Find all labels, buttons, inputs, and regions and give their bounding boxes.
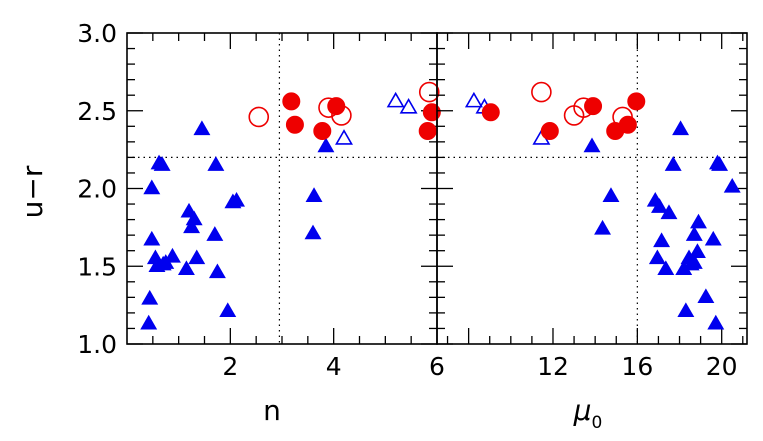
filled-triangle-point: [651, 198, 668, 213]
filled-triangle-point: [707, 314, 725, 330]
filled-triangle-point: [672, 120, 690, 136]
filled-circle-point: [422, 103, 441, 122]
filled-triangle-point: [193, 120, 211, 136]
filled-circle-point: [313, 121, 332, 140]
filled-triangle-point: [228, 191, 245, 207]
filled-circle-point: [627, 92, 646, 111]
filled-triangle-point: [164, 247, 181, 263]
panel-frame-1: [126, 32, 438, 345]
panel-frame-2: [436, 32, 748, 345]
x-axis-label-mu: μ: [573, 394, 592, 427]
filled-triangle-point: [704, 230, 722, 246]
filled-triangle-point: [185, 210, 203, 226]
x-axis-label-n: n: [263, 394, 281, 427]
filled-triangle-point: [602, 187, 620, 202]
x-tick-label: 16: [621, 352, 653, 381]
y-tick-label: 2.0: [77, 175, 117, 204]
filled-triangle-point: [304, 224, 322, 240]
open-triangle-point: [335, 129, 353, 145]
filled-triangle-point: [183, 218, 201, 234]
filled-triangle-point: [143, 230, 161, 246]
filled-triangle-point: [188, 249, 206, 265]
filled-triangle-point: [660, 204, 678, 220]
filled-circle-point: [418, 121, 437, 140]
open-circle-point: [612, 106, 633, 128]
y-tick-label: 2.5: [77, 97, 117, 126]
filled-triangle-point: [648, 249, 666, 265]
open-triangle-point: [386, 91, 405, 108]
x-tick-label: 20: [706, 352, 738, 381]
x-tick-label: 4: [326, 352, 342, 381]
filled-circle-point: [282, 92, 301, 111]
open-circle-point: [331, 105, 352, 126]
filled-circle-point: [540, 121, 559, 140]
filled-triangle-point: [653, 232, 671, 248]
filled-triangle-point: [583, 137, 601, 153]
x-tick-label: 2: [222, 352, 238, 381]
y-tick-label: 1.0: [77, 330, 117, 359]
filled-triangle-point: [140, 314, 158, 330]
open-triangle-point: [464, 91, 483, 108]
open-circle-point: [531, 81, 552, 103]
x-tick-label: 6: [429, 352, 445, 381]
x-tick-label: 12: [537, 352, 569, 381]
filled-triangle-point: [177, 260, 195, 276]
filled-triangle-point: [664, 156, 682, 171]
filled-triangle-point: [317, 137, 335, 153]
x-axis-label-mu0: μ0: [573, 394, 603, 433]
open-circle-point: [418, 81, 440, 103]
filled-triangle-point: [207, 156, 225, 171]
filled-triangle-point: [685, 226, 703, 241]
filled-triangle-point: [219, 302, 237, 318]
filled-triangle-point: [677, 302, 695, 318]
y-axis-label: u−r: [16, 165, 49, 218]
filled-triangle-point: [711, 156, 729, 171]
filled-triangle-point: [723, 177, 741, 193]
filled-triangle-point: [685, 254, 703, 269]
y-tick-label: 1.5: [77, 252, 117, 281]
filled-triangle-point: [305, 187, 323, 202]
open-circle-point: [248, 106, 270, 128]
filled-triangle-point: [153, 156, 171, 171]
filled-triangle-point: [690, 213, 707, 229]
filled-triangle-point: [657, 260, 675, 276]
filled-circle-point: [481, 103, 500, 122]
filled-triangle-point: [697, 288, 715, 304]
filled-triangle-point: [206, 226, 224, 241]
x-axis-label-subscript: 0: [592, 413, 603, 433]
filled-triangle-point: [208, 263, 226, 279]
filled-triangle-point: [141, 289, 159, 305]
filled-triangle-point: [688, 243, 706, 258]
filled-triangle-point: [143, 179, 161, 195]
open-triangle-point: [399, 98, 418, 114]
open-circle-point: [573, 97, 594, 118]
filled-circle-point: [285, 115, 304, 134]
filled-triangle-point: [594, 219, 612, 235]
y-tick-label: 3.0: [77, 19, 117, 48]
open-circle-point: [318, 97, 339, 118]
